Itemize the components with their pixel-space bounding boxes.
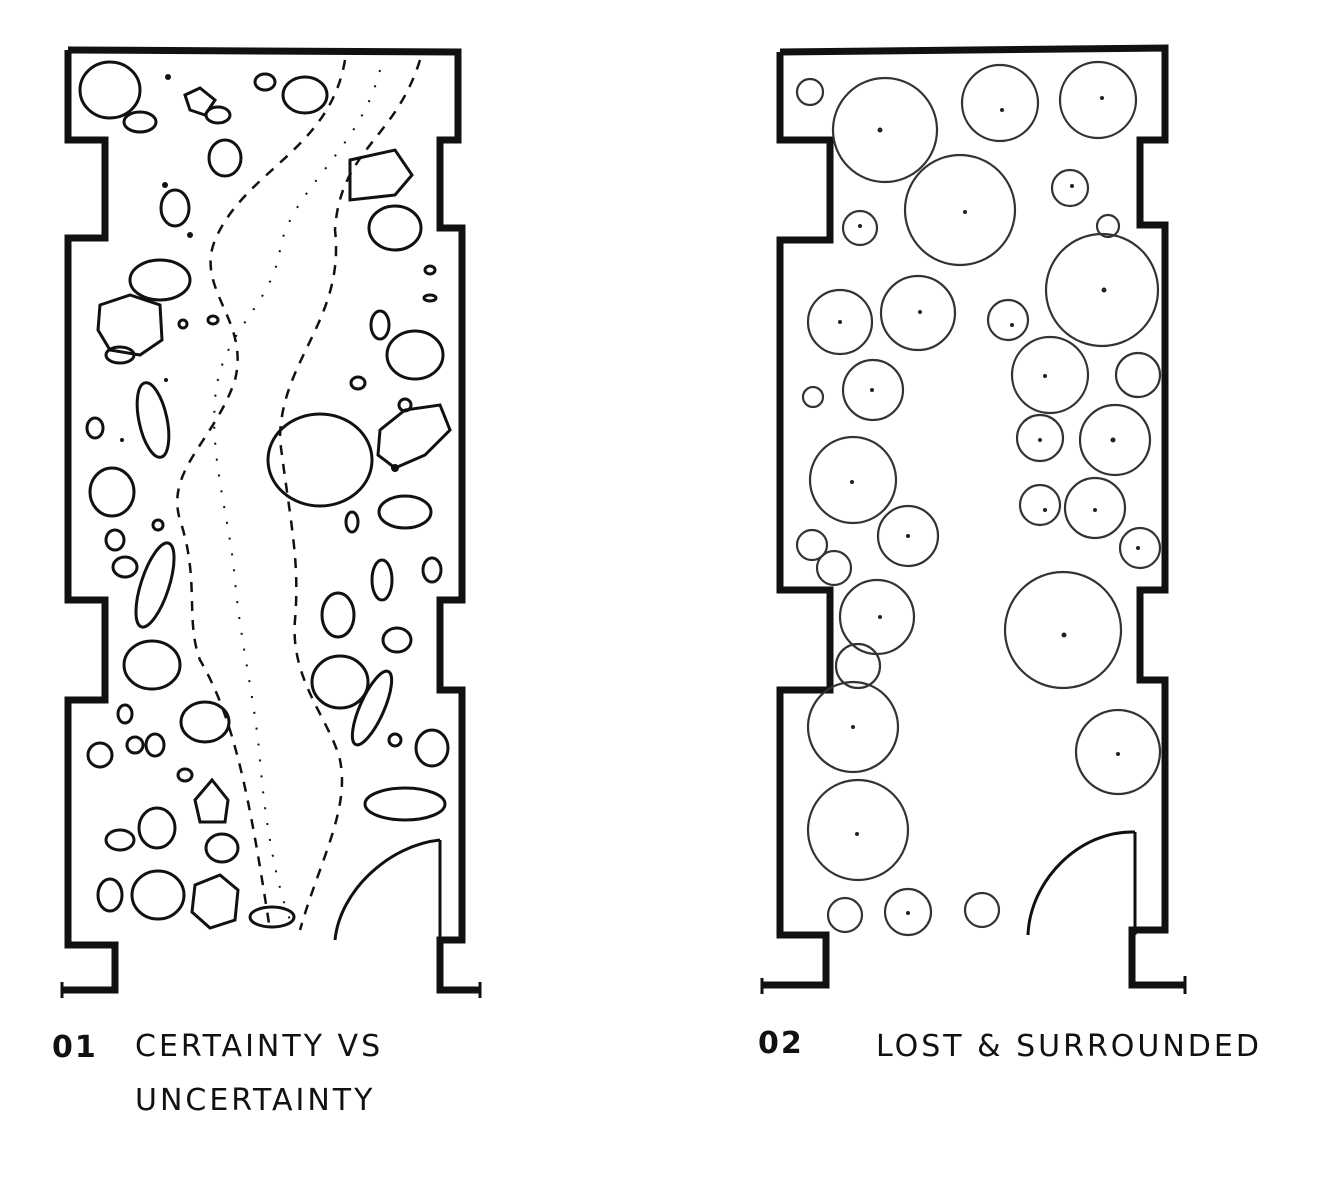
sketch-01-title: CERTAINTY VS UNCERTAINTY: [135, 1020, 435, 1128]
bubbles: [797, 62, 1160, 935]
sketch-02-number: 02: [758, 1026, 804, 1061]
sketch-02-plan: [700, 0, 1341, 1010]
sketch-01-title-line1: CERTAINTY VS: [135, 1020, 435, 1074]
sketch-01-title-line2: UNCERTAINTY: [135, 1074, 435, 1128]
door-swing: [335, 840, 440, 940]
sketch-01-plan: [0, 0, 680, 1010]
dashed-path: [177, 60, 420, 930]
wall-ends: [62, 982, 480, 998]
bubble-centers: [838, 96, 1140, 915]
rocks: [80, 62, 450, 928]
sketch-01-number: 01: [52, 1030, 98, 1065]
door-swing: [1028, 832, 1135, 935]
sketch-02-title: LOST & SURROUNDED: [876, 1020, 1262, 1074]
room-outline: [762, 48, 1185, 985]
small-marks: [120, 74, 399, 472]
